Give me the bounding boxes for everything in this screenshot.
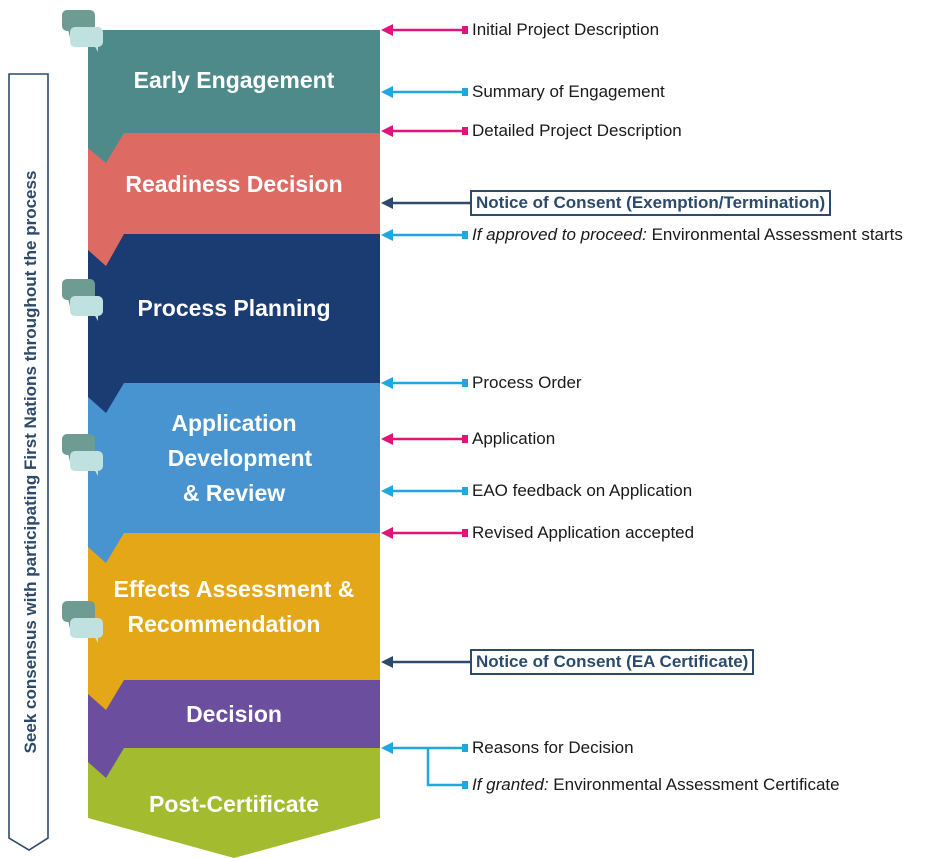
granted-result: Environmental Assessment Certificate [548, 775, 840, 794]
output-eao-feedback: EAO feedback on Application [472, 481, 693, 500]
stage-label: Process Planning [137, 295, 330, 321]
stage-label: Early Engagement [134, 67, 335, 93]
output-revised-application: Revised Application accepted [472, 523, 695, 542]
output-approved-to-proceed: If approved to proceed: Environmental As… [472, 225, 903, 245]
stage-post-certificate: Post-Certificate [88, 748, 380, 858]
stage-label: Post-Certificate [149, 791, 319, 817]
output-initial-project-description: Initial Project Description [472, 20, 660, 39]
stage-readiness-decision: Readiness Decision [88, 133, 380, 266]
approved-condition: If approved to proceed: [472, 225, 647, 244]
output-notice-ea-certificate: Notice of Consent (EA Certificate) [470, 649, 755, 675]
side-banner: Seek consensus with participating First … [8, 73, 49, 851]
stage-label: Readiness Decision [125, 171, 342, 197]
stage-application-development: Application Development & Review [88, 383, 380, 563]
connector-arrows [384, 28, 470, 787]
output-reasons-for-decision: Reasons for Decision [472, 738, 634, 757]
output-notice-exemption: Notice of Consent (Exemption/Termination… [470, 190, 832, 216]
stage-label: Development [168, 445, 313, 471]
output-if-granted: If granted: Environmental Assessment Cer… [472, 775, 840, 795]
speech-bubbles-icon [62, 279, 103, 321]
stage-effects-assessment: Effects Assessment & Recommendation [88, 533, 380, 710]
stage-label: Effects Assessment & [114, 576, 355, 602]
output-summary-of-engagement: Summary of Engagement [472, 82, 665, 101]
side-banner-text: Seek consensus with participating First … [21, 171, 40, 754]
stage-process-planning: Process Planning [88, 234, 380, 413]
output-process-order: Process Order [472, 373, 582, 392]
stage-early-engagement: Early Engagement [88, 30, 380, 163]
output-detailed-project-description: Detailed Project Description [472, 121, 682, 140]
stage-label: Application [171, 410, 296, 436]
granted-condition: If granted: [472, 775, 549, 794]
stage-label: Recommendation [128, 611, 321, 637]
stage-label: Decision [186, 701, 282, 727]
approved-result: Environmental Assessment starts [646, 225, 903, 244]
stage-label: & Review [183, 480, 285, 506]
arrow-reasons-for-decision [384, 746, 464, 787]
speech-bubbles-icon [62, 601, 103, 643]
output-application: Application [472, 429, 556, 448]
arrow-heads [381, 24, 468, 789]
speech-bubbles-icon [62, 434, 103, 476]
stage-decision: Decision [88, 680, 380, 778]
speech-bubbles-icon [62, 10, 103, 52]
